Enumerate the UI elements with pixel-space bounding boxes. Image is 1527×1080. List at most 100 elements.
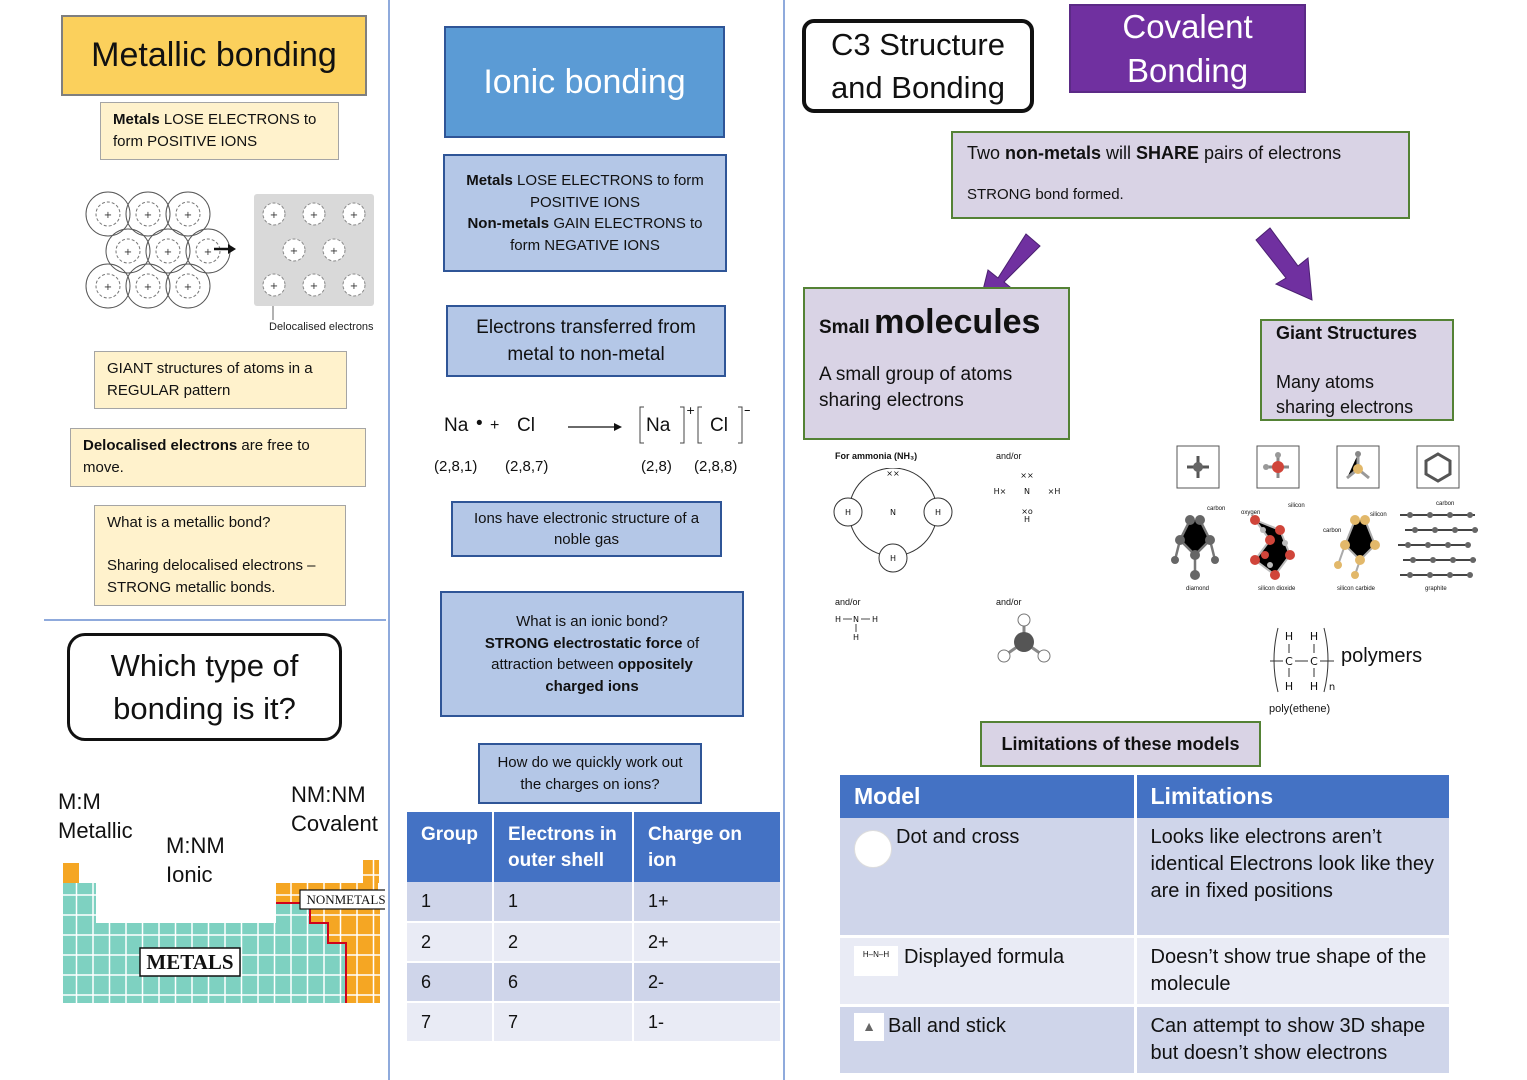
small-word: Small bbox=[819, 317, 870, 338]
config-cl-ion: (2,8,8) bbox=[694, 458, 738, 475]
table-cell: 2 bbox=[493, 922, 634, 963]
eq-na: Na bbox=[444, 415, 469, 436]
metallic-ions-bold: Metals bbox=[113, 111, 160, 128]
eq-plus: + bbox=[490, 417, 500, 434]
metallic-answer: Sharing delocalised electrons – STRONG m… bbox=[107, 557, 316, 596]
svg-text:+: + bbox=[270, 281, 278, 292]
polyethene-label: poly(ethene) bbox=[1269, 703, 1331, 715]
delocalised-box: Delocalised electrons are free to move. bbox=[70, 428, 366, 487]
share-text-1: Two bbox=[967, 143, 1006, 163]
ionic-answer-bold-2: oppositely charged ions bbox=[545, 656, 693, 695]
andor-label-3: and/or bbox=[996, 597, 1022, 607]
nmnm-label: NM:NM Covalent bbox=[291, 780, 378, 838]
svg-text:×H: ×H bbox=[1048, 487, 1061, 496]
svg-text:n: n bbox=[1329, 682, 1335, 693]
metals-label: METALS bbox=[146, 949, 234, 974]
metallic-question: What is a metallic bond? bbox=[107, 514, 271, 531]
eq-arrow bbox=[568, 423, 622, 431]
share-bold-2: SHARE bbox=[1136, 143, 1200, 163]
limitation-cell: Can attempt to show 3D shape but doesn’t… bbox=[1135, 1005, 1452, 1076]
ammonia-label: For ammonia (NH₃) bbox=[835, 451, 918, 461]
covalent-title: Covalent Bonding bbox=[1069, 4, 1306, 93]
svg-text:+: + bbox=[184, 282, 192, 293]
limitation-cell: Doesn’t show true shape of the molecule bbox=[1135, 936, 1452, 1007]
c3-title: C3 Structure and Bonding bbox=[802, 19, 1034, 113]
svg-text:××: ×× bbox=[1020, 471, 1033, 480]
ionic-line-1-text: LOSE ELECTRONS to form bbox=[512, 172, 704, 189]
ionic-line-3-text: GAIN ELECTRONS to bbox=[549, 215, 703, 232]
which-type-title: Which type of bonding is it? bbox=[67, 633, 342, 741]
svg-text:+: + bbox=[164, 247, 172, 258]
model-header: Model bbox=[840, 775, 1137, 818]
svg-text:+: + bbox=[144, 210, 152, 221]
limitations-title: Limitations of these models bbox=[980, 721, 1261, 767]
limitations-table: Model Limitations Dot and cross Looks li… bbox=[840, 775, 1452, 1076]
giant-structures-desc: Many atoms sharing electrons bbox=[1276, 372, 1414, 417]
metallic-ions-box: Metals LOSE ELECTRONS to form POSITIVE I… bbox=[100, 102, 339, 160]
ionic-answer: STRONG electrostatic force of attraction… bbox=[472, 633, 712, 698]
noble-gas-box: Ions have electronic structure of a nobl… bbox=[451, 501, 722, 557]
svg-text:H: H bbox=[853, 633, 859, 642]
model-name-silicon-dioxide: silicon dioxide bbox=[1258, 586, 1296, 592]
limitation-cell: Looks like electrons aren’t identical El… bbox=[1135, 818, 1452, 938]
svg-text:H: H bbox=[1310, 630, 1318, 643]
small-molecules-box: Small molecules A small group of atoms s… bbox=[803, 287, 1070, 440]
arrow-down-right-icon bbox=[1255, 227, 1313, 301]
delocalised-label: Delocalised electrons bbox=[269, 321, 374, 333]
svg-text:+: + bbox=[686, 404, 695, 417]
metallic-lattice-diagram: +++ +++ +++ +++ ++ +++ bbox=[85, 191, 374, 320]
andor-label-2: and/or bbox=[835, 597, 861, 607]
nonmetals-label: NONMETALS bbox=[306, 891, 386, 907]
share-line-1: Two non-metals will SHARE pairs of elect… bbox=[967, 143, 1394, 164]
table-cell: 6 bbox=[407, 962, 494, 1003]
charges-question-box: How do we quickly work out the charges o… bbox=[478, 743, 702, 804]
ionic-title: Ionic bonding bbox=[444, 26, 725, 138]
ammonia-dot-cross-simple: ××H×N×H ×oH bbox=[994, 471, 1061, 524]
group-header: Group bbox=[407, 812, 494, 882]
table-row: 1 1 1+ bbox=[407, 882, 782, 923]
group-charge-table: Group Electrons in outer shell Charge on… bbox=[407, 812, 782, 1043]
model-cell: ▲Ball and stick bbox=[840, 1005, 1137, 1076]
svg-text:N: N bbox=[853, 615, 859, 624]
svg-text:C: C bbox=[1285, 655, 1293, 668]
table-row: 2 2 2+ bbox=[407, 922, 782, 963]
svg-text:+: + bbox=[184, 210, 192, 221]
ionic-line-3: Non-metals GAIN ELECTRONS to bbox=[467, 213, 702, 235]
share-electrons-box: Two non-metals will SHARE pairs of elect… bbox=[951, 131, 1410, 219]
svg-text:+: + bbox=[330, 246, 338, 257]
ionic-ions-box: Metals LOSE ELECTRONS to form POSITIVE I… bbox=[443, 154, 727, 272]
svg-text:H: H bbox=[1310, 680, 1318, 693]
config-cl: (2,8,7) bbox=[505, 458, 549, 475]
section-divider bbox=[44, 619, 386, 621]
mnm-label: M:NM Ionic bbox=[166, 831, 225, 889]
svg-text:N: N bbox=[890, 508, 896, 517]
ionic-answer-text: of attraction between bbox=[491, 634, 700, 674]
svg-text:+: + bbox=[270, 210, 278, 221]
table-cell: 2+ bbox=[633, 922, 782, 963]
eq-cl-ion: Cl bbox=[710, 415, 728, 436]
svg-text:H×: H× bbox=[994, 487, 1007, 496]
polymers-label: polymers bbox=[1341, 645, 1423, 667]
ionic-line-1: Metals LOSE ELECTRONS to form bbox=[466, 170, 704, 192]
svg-text:+: + bbox=[310, 210, 318, 221]
model-name-silicon-carbide: silicon carbide bbox=[1337, 586, 1376, 592]
column-divider-1 bbox=[388, 0, 390, 1080]
table-cell: 1- bbox=[633, 1002, 782, 1043]
svg-text:H: H bbox=[890, 554, 896, 563]
ionic-nonmetals-bold: Non-metals bbox=[467, 215, 550, 232]
svg-text:××: ×× bbox=[886, 469, 899, 478]
model-name-graphite: graphite bbox=[1425, 586, 1447, 592]
table-cell: 1 bbox=[493, 882, 634, 923]
ionic-line-2: POSITIVE IONS bbox=[529, 193, 641, 211]
table-row: 6 6 2- bbox=[407, 962, 782, 1003]
small-molecules-desc: A small group of atoms sharing electrons bbox=[819, 364, 1013, 411]
model-label-silicon-1: silicon bbox=[1288, 503, 1305, 509]
table-cell: 1 bbox=[407, 882, 494, 923]
svg-text:H: H bbox=[1285, 680, 1293, 693]
ionic-answer-bold-1: STRONG electrostatic force bbox=[484, 634, 683, 652]
